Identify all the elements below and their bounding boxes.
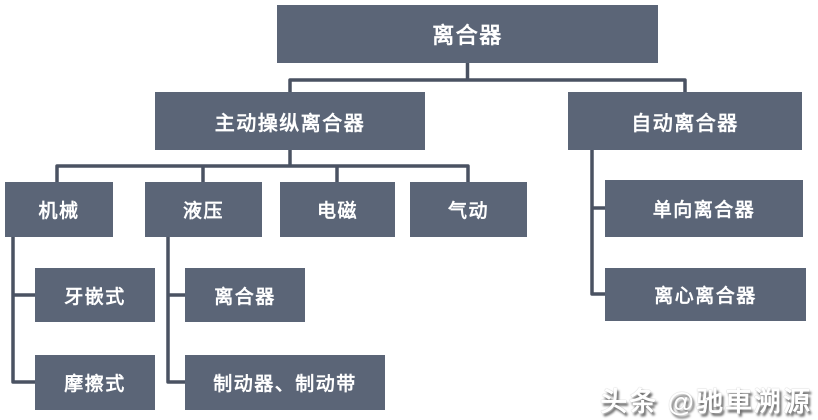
node-hydraulic: 液压 xyxy=(145,182,262,237)
node-centrifugal-clutch: 离心离合器 xyxy=(605,268,806,321)
node-actively-operated-clutch: 主动操纵离合器 xyxy=(155,92,425,150)
node-friction-type: 摩擦式 xyxy=(35,355,155,410)
node-electromagnetic: 电磁 xyxy=(280,182,395,237)
node-automatic-clutch: 自动离合器 xyxy=(568,92,802,150)
node-hydraulic-clutch: 离合器 xyxy=(185,268,305,322)
node-one-way-clutch: 单向离合器 xyxy=(605,180,803,237)
node-clutch-root: 离合器 xyxy=(277,5,658,63)
node-mechanical: 机械 xyxy=(5,182,113,237)
node-pneumatic: 气动 xyxy=(410,182,527,237)
watermark: 头条 @驰車溯源 xyxy=(600,387,812,417)
node-jaw-type: 牙嵌式 xyxy=(35,268,155,322)
node-brake-brake-band: 制动器、制动带 xyxy=(185,355,385,410)
